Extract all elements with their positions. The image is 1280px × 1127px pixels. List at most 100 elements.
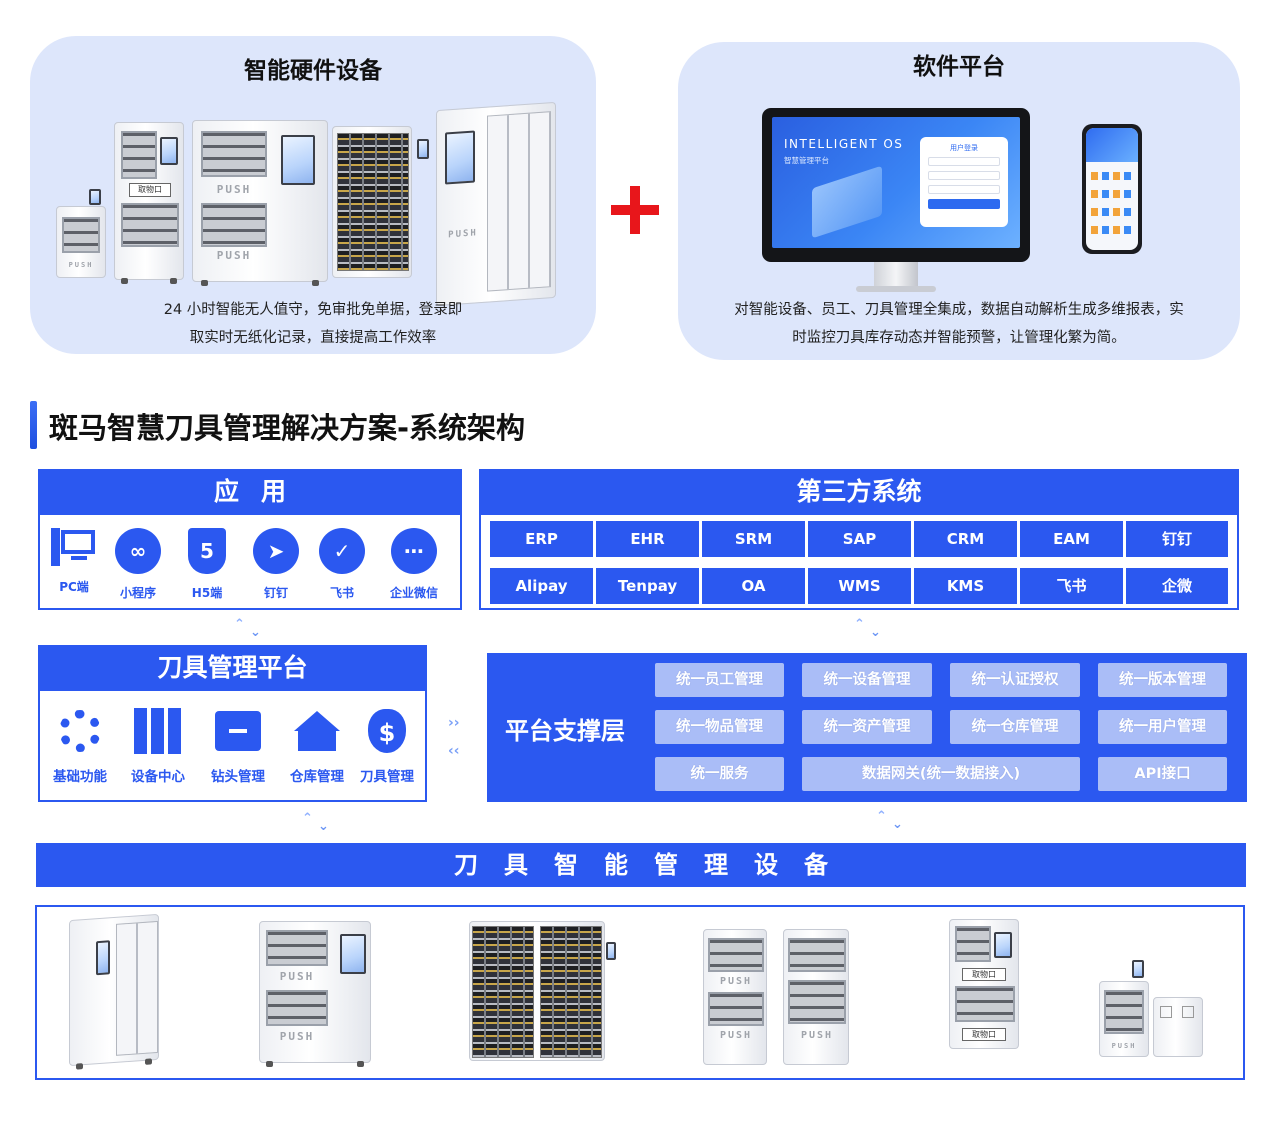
pill-version: 统一版本管理 xyxy=(1098,663,1227,697)
files-icon xyxy=(134,708,182,754)
chip-dingtalk: 钉钉 xyxy=(1126,521,1228,557)
pill-service: 统一服务 xyxy=(655,757,784,791)
updown-arrows-icon: ⌃⌄ xyxy=(854,617,881,640)
monitor-stand xyxy=(874,262,918,286)
support-layer-box: 平台支撑层 统一员工管理 统一设备管理 统一认证授权 统一版本管理 统一物品管理… xyxy=(487,653,1247,802)
tool-platform-box: 刀具管理平台 基础功能 设备中心 钻头管理 仓库管理 $ 刀具管理 xyxy=(38,645,427,802)
hardware-panel: 智能硬件设备 PUSH 取物口 PUSH PUSH PUSH 24 小时智能无人… xyxy=(30,36,596,354)
os-title: INTELLIGENT OS xyxy=(784,137,904,151)
device-layer-title: 刀具智能管理设备 xyxy=(36,843,1246,887)
chip-feishu: 飞书 xyxy=(1020,568,1123,604)
pill-employee: 统一员工管理 xyxy=(655,663,784,697)
monitor-screen: INTELLIGENT OS 智慧管理平台 用户登录 xyxy=(772,117,1020,248)
software-panel-desc: 对智能设备、员工、刀具管理全集成，数据自动解析生成多维报表，实 时监控刀具库存动… xyxy=(678,296,1240,352)
chip-oa: OA xyxy=(702,568,805,604)
feishu-icon: ✓ xyxy=(319,528,365,574)
box-icon xyxy=(215,711,261,751)
applications-title: 应用 xyxy=(38,469,462,515)
hardware-panel-desc: 24 小时智能无人值守，免审批免单据，登录即 取实时无纸化记录，直接提高工作效率 xyxy=(30,296,596,352)
device-grid-locker xyxy=(469,921,616,1061)
section-title: 斑马智慧刀具管理解决方案-系统架构 xyxy=(49,411,526,445)
updown-arrows-icon: ⌃⌄ xyxy=(302,811,329,834)
device-small-cabinet: PUSH xyxy=(1099,960,1149,1057)
chip-sap: SAP xyxy=(808,521,911,557)
os-subtitle: 智慧管理平台 xyxy=(784,156,829,165)
mini-program-icon: ∞ xyxy=(115,528,161,574)
isometric-illustration xyxy=(812,165,882,239)
hardware-desc-line-1: 24 小时智能无人值守，免审批免单据，登录即 xyxy=(163,302,463,318)
third-party-title: 第三方系统 xyxy=(479,469,1239,515)
login-field-captcha xyxy=(928,185,1000,194)
device-push-cabinet-pair-2: PUSH xyxy=(783,929,849,1065)
app-item-h5: 5 H5端 xyxy=(175,528,239,601)
money-bag-icon: $ xyxy=(368,709,406,753)
monitor-base xyxy=(856,286,936,292)
locker-cabinet-image xyxy=(332,126,429,278)
gear-icon xyxy=(59,710,101,752)
pill-auth: 统一认证授权 xyxy=(950,663,1080,697)
chip-wms: WMS xyxy=(808,568,911,604)
chip-crm: CRM xyxy=(914,521,1017,557)
tool-item-device-center: 设备中心 xyxy=(118,707,198,785)
tool-platform-title: 刀具管理平台 xyxy=(38,645,427,691)
device-gallery: PUSH PUSH PUSH PUSH PUSH 取物口 取物口 PUSH xyxy=(35,905,1245,1080)
chip-erp: ERP xyxy=(490,521,593,557)
login-card: 用户登录 xyxy=(920,137,1008,227)
chip-kms: KMS xyxy=(914,568,1017,604)
chip-wecom: 企微 xyxy=(1126,568,1228,604)
pill-device: 统一设备管理 xyxy=(802,663,932,697)
updown-arrows-icon: ⌃⌄ xyxy=(876,809,903,832)
software-desc-line-2: 时监控刀具库存动态并智能预警，让管理化繁为简。 xyxy=(792,330,1126,346)
pill-data-gateway: 数据网关(统一数据接入) xyxy=(802,757,1080,791)
app-item-wecom: ⋯ 企业微信 xyxy=(382,528,446,601)
support-layer-title: 平台支撑层 xyxy=(505,717,625,745)
device-large-cell-cabinet xyxy=(69,913,159,1070)
phone-image xyxy=(1082,124,1142,254)
app-item-mini-program: ∞ 小程序 xyxy=(106,528,170,601)
chip-alipay: Alipay xyxy=(490,568,593,604)
updown-arrows-icon: ⌃⌄ xyxy=(234,617,261,640)
login-field-password xyxy=(928,171,1000,180)
app-item-feishu: ✓ 飞书 xyxy=(310,528,374,601)
pill-items: 统一物品管理 xyxy=(655,710,784,744)
app-item-pc: PC端 xyxy=(42,528,106,595)
tool-item-drill: 钻头管理 xyxy=(198,707,278,785)
software-panel-title: 软件平台 xyxy=(913,54,1005,80)
pc-icon xyxy=(51,528,97,568)
tool-item-basic: 基础功能 xyxy=(40,707,120,785)
plus-icon xyxy=(611,186,659,234)
html5-icon: 5 xyxy=(188,528,226,574)
push-cabinet-image: PUSH PUSH xyxy=(192,120,328,286)
software-panel: 软件平台 INTELLIGENT OS 智慧管理平台 用户登录 对智能设备、员工 xyxy=(678,42,1240,360)
tool-item-warehouse: 仓库管理 xyxy=(277,707,357,785)
pill-assets: 统一资产管理 xyxy=(802,710,932,744)
device-vending-cabinet: 取物口 取物口 xyxy=(949,919,1019,1049)
hardware-desc-line-2: 取实时无纸化记录，直接提高工作效率 xyxy=(189,330,437,346)
app-item-dingtalk: ➤ 钉钉 xyxy=(244,528,308,601)
tool-item-tools: $ 刀具管理 xyxy=(347,707,427,785)
chip-tenpay: Tenpay xyxy=(596,568,699,604)
pill-api: API接口 xyxy=(1098,757,1227,791)
device-push-cabinet-pair: PUSH PUSH xyxy=(703,929,767,1065)
third-party-box: 第三方系统 ERP EHR SRM SAP CRM EAM 钉钉 Alipay … xyxy=(479,469,1239,610)
pill-users: 统一用户管理 xyxy=(1098,710,1227,744)
section-accent-bar xyxy=(30,401,37,449)
chip-ehr: EHR xyxy=(596,521,699,557)
dingtalk-icon: ➤ xyxy=(253,528,299,574)
small-cabinet-image: PUSH xyxy=(56,189,106,278)
login-button xyxy=(928,199,1000,209)
software-desc-line-1: 对智能设备、员工、刀具管理全集成，数据自动解析生成多维报表，实 xyxy=(734,302,1184,318)
monitor-image: INTELLIGENT OS 智慧管理平台 用户登录 xyxy=(762,108,1030,262)
device-push-cabinet: PUSH PUSH xyxy=(259,921,371,1067)
pill-warehouse: 统一仓库管理 xyxy=(950,710,1080,744)
chip-srm: SRM xyxy=(702,521,805,557)
large-cell-cabinet-image: PUSH xyxy=(436,101,556,307)
login-field-user xyxy=(928,157,1000,166)
vending-cabinet-image: 取物口 xyxy=(114,122,184,284)
leftright-arrows-icon: ››‹‹ xyxy=(448,715,460,759)
wecom-icon: ⋯ xyxy=(391,528,437,574)
device-side-unit xyxy=(1153,997,1203,1057)
applications-box: 应用 PC端 ∞ 小程序 5 H5端 ➤ 钉钉 ✓ 飞书 ⋯ 企业微信 xyxy=(38,469,462,610)
warehouse-icon xyxy=(277,707,357,755)
login-title: 用户登录 xyxy=(950,144,978,152)
